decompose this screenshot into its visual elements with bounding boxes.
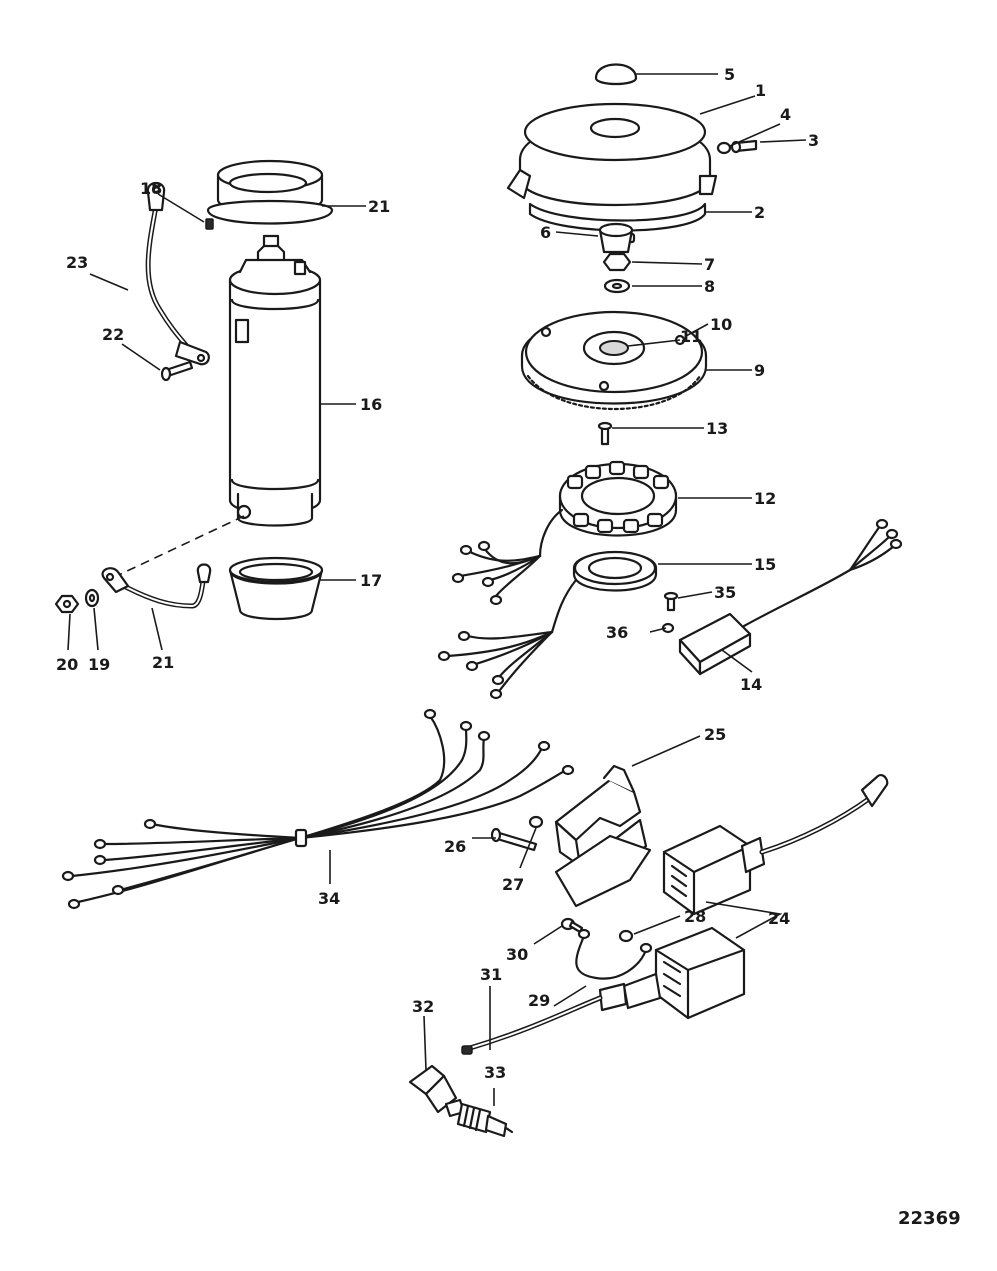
- callout-10: 10: [710, 315, 732, 334]
- callout-20: 20: [56, 655, 78, 674]
- callout-28: 28: [684, 907, 706, 926]
- callout-7: 7: [704, 255, 715, 274]
- callout-35: 35: [714, 583, 736, 602]
- ignition-coil-upper: [662, 774, 889, 916]
- callout-16: 16: [360, 395, 382, 414]
- callout-29: 29: [528, 991, 550, 1010]
- callout-23: 23: [66, 253, 88, 272]
- callout-12: 12: [754, 489, 776, 508]
- spark-plug: [444, 1098, 514, 1138]
- callout-25: 25: [704, 725, 726, 744]
- starter-motor-group: [54, 159, 334, 621]
- starter-pinion: [256, 234, 286, 264]
- callout-32: 32: [412, 997, 434, 1016]
- callout-22: 22: [102, 325, 124, 344]
- callout-9: 9: [754, 361, 765, 380]
- washer-4: [716, 141, 732, 155]
- washer-19: [84, 588, 100, 608]
- stator-leads: [451, 540, 542, 606]
- callout-14: 14: [740, 675, 762, 694]
- callout-1: 1: [755, 81, 766, 100]
- callout-4: 4: [780, 105, 791, 124]
- nut-20: [54, 594, 80, 614]
- callout-33: 33: [484, 1063, 506, 1082]
- callout-2: 2: [754, 203, 765, 222]
- callout-8: 8: [704, 277, 715, 296]
- flywheel-group: [437, 63, 903, 700]
- callout-19: 19: [88, 655, 110, 674]
- bolt-26: [490, 827, 538, 852]
- callout-6: 6: [540, 223, 551, 242]
- starter-bottom-collar: [228, 556, 324, 621]
- callout-36: 36: [606, 623, 628, 642]
- coil-group: [408, 764, 889, 1138]
- callout-34: 34: [318, 889, 340, 908]
- callout-17: 17: [360, 571, 382, 590]
- stator: [538, 460, 678, 558]
- callout-5: 5: [724, 65, 735, 84]
- figure-number: 22369: [898, 1208, 961, 1229]
- washer-8: [603, 278, 631, 294]
- screw-3: [730, 139, 758, 154]
- callout-11: 11: [680, 327, 702, 346]
- callout-15: 15: [754, 555, 776, 574]
- nut-28: [618, 929, 634, 943]
- coil-bracket: [554, 764, 652, 908]
- flywheel-cover: [506, 102, 718, 207]
- leader-lines: [67, 73, 807, 1106]
- callout-3: 3: [808, 131, 819, 150]
- nut-7: [602, 252, 632, 272]
- callout-21-bottom: 21: [152, 653, 174, 672]
- callouts: 1 2 3 4 5 6 7 8 9 10 11 12 13 14 15 16 1…: [56, 65, 819, 1082]
- trigger: [550, 550, 658, 634]
- starter-pin: [205, 218, 214, 230]
- ground-strap: [575, 928, 653, 980]
- callout-30: 30: [506, 945, 528, 964]
- wire-harness: [61, 708, 575, 910]
- screw-30: [560, 917, 584, 934]
- callout-18: 18: [140, 179, 162, 198]
- flywheel-cap: [594, 63, 638, 86]
- callout-26: 26: [444, 837, 466, 856]
- assembly-line-starter: [107, 515, 245, 581]
- flywheel-ring-gear: [520, 310, 708, 410]
- screw-13: [597, 421, 613, 446]
- callout-31: 31: [480, 965, 502, 984]
- starter-top-collar: [206, 159, 334, 225]
- high-tension-lead: [461, 995, 603, 1055]
- ignition-coil-lower: [598, 926, 746, 1020]
- bushing-6: [598, 222, 634, 254]
- callout-13: 13: [706, 419, 728, 438]
- callout-24: 24: [768, 909, 790, 928]
- starter-cable-21: [101, 563, 212, 609]
- screw-22: [160, 360, 194, 382]
- callout-21-top: 21: [368, 197, 390, 216]
- washer-27: [528, 815, 544, 829]
- starter-body: [228, 258, 322, 527]
- screw-35: [663, 591, 679, 612]
- trigger-leads: [437, 630, 554, 700]
- starter-cable-23: [145, 181, 210, 366]
- callout-27: 27: [502, 875, 524, 894]
- switch-box: [678, 518, 903, 676]
